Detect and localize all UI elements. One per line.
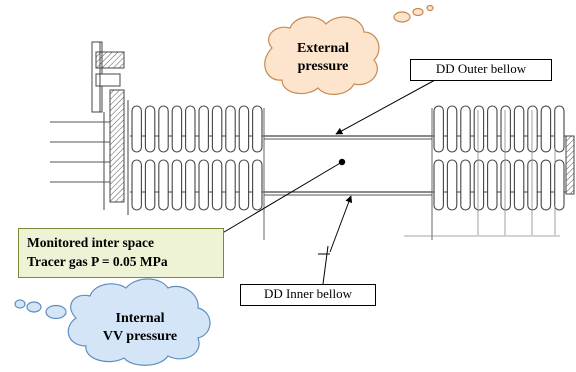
internal-line1: Internal: [115, 311, 165, 326]
outer-bellow-convolutions-right: [432, 105, 566, 153]
inner-bellow-convolutions-left: [130, 159, 264, 211]
external-pressure-label: External pressure: [274, 40, 372, 76]
outer-bellow-arrow: [335, 73, 447, 135]
outer-bellow-label: DD Outer bellow: [410, 59, 552, 81]
right-vertical-lines: [404, 110, 560, 237]
external-pressure-line2: pressure: [297, 59, 349, 74]
monitored-space-leader: [213, 161, 343, 239]
monitored-line2: Tracer gas P = 0.05 MPa: [27, 254, 168, 269]
right-end-cap: [565, 135, 575, 195]
inner-bellow-label: DD Inner bellow: [240, 284, 376, 306]
outer-bellow-convolutions-left: [130, 105, 264, 153]
left-stub-lines: [50, 121, 110, 183]
internal-pressure-cloud: [14, 278, 211, 366]
inner-bellow-convolutions-right: [432, 159, 566, 211]
inner-bellow-arrow: [329, 195, 353, 253]
monitored-line1: Monitored inter space: [27, 235, 154, 250]
external-pressure-line1: External: [296, 41, 350, 56]
external-pressure-cloud: [264, 4, 434, 95]
internal-line2: VV pressure: [102, 329, 178, 344]
internal-pressure-label: Internal VV pressure: [84, 310, 196, 346]
monitored-inter-space-label: Monitored inter space Tracer gas P = 0.0…: [18, 228, 224, 278]
inner-bellow-leader: [322, 245, 329, 285]
straight-tube-section: [263, 108, 433, 240]
flange-fixture: [91, 41, 129, 215]
